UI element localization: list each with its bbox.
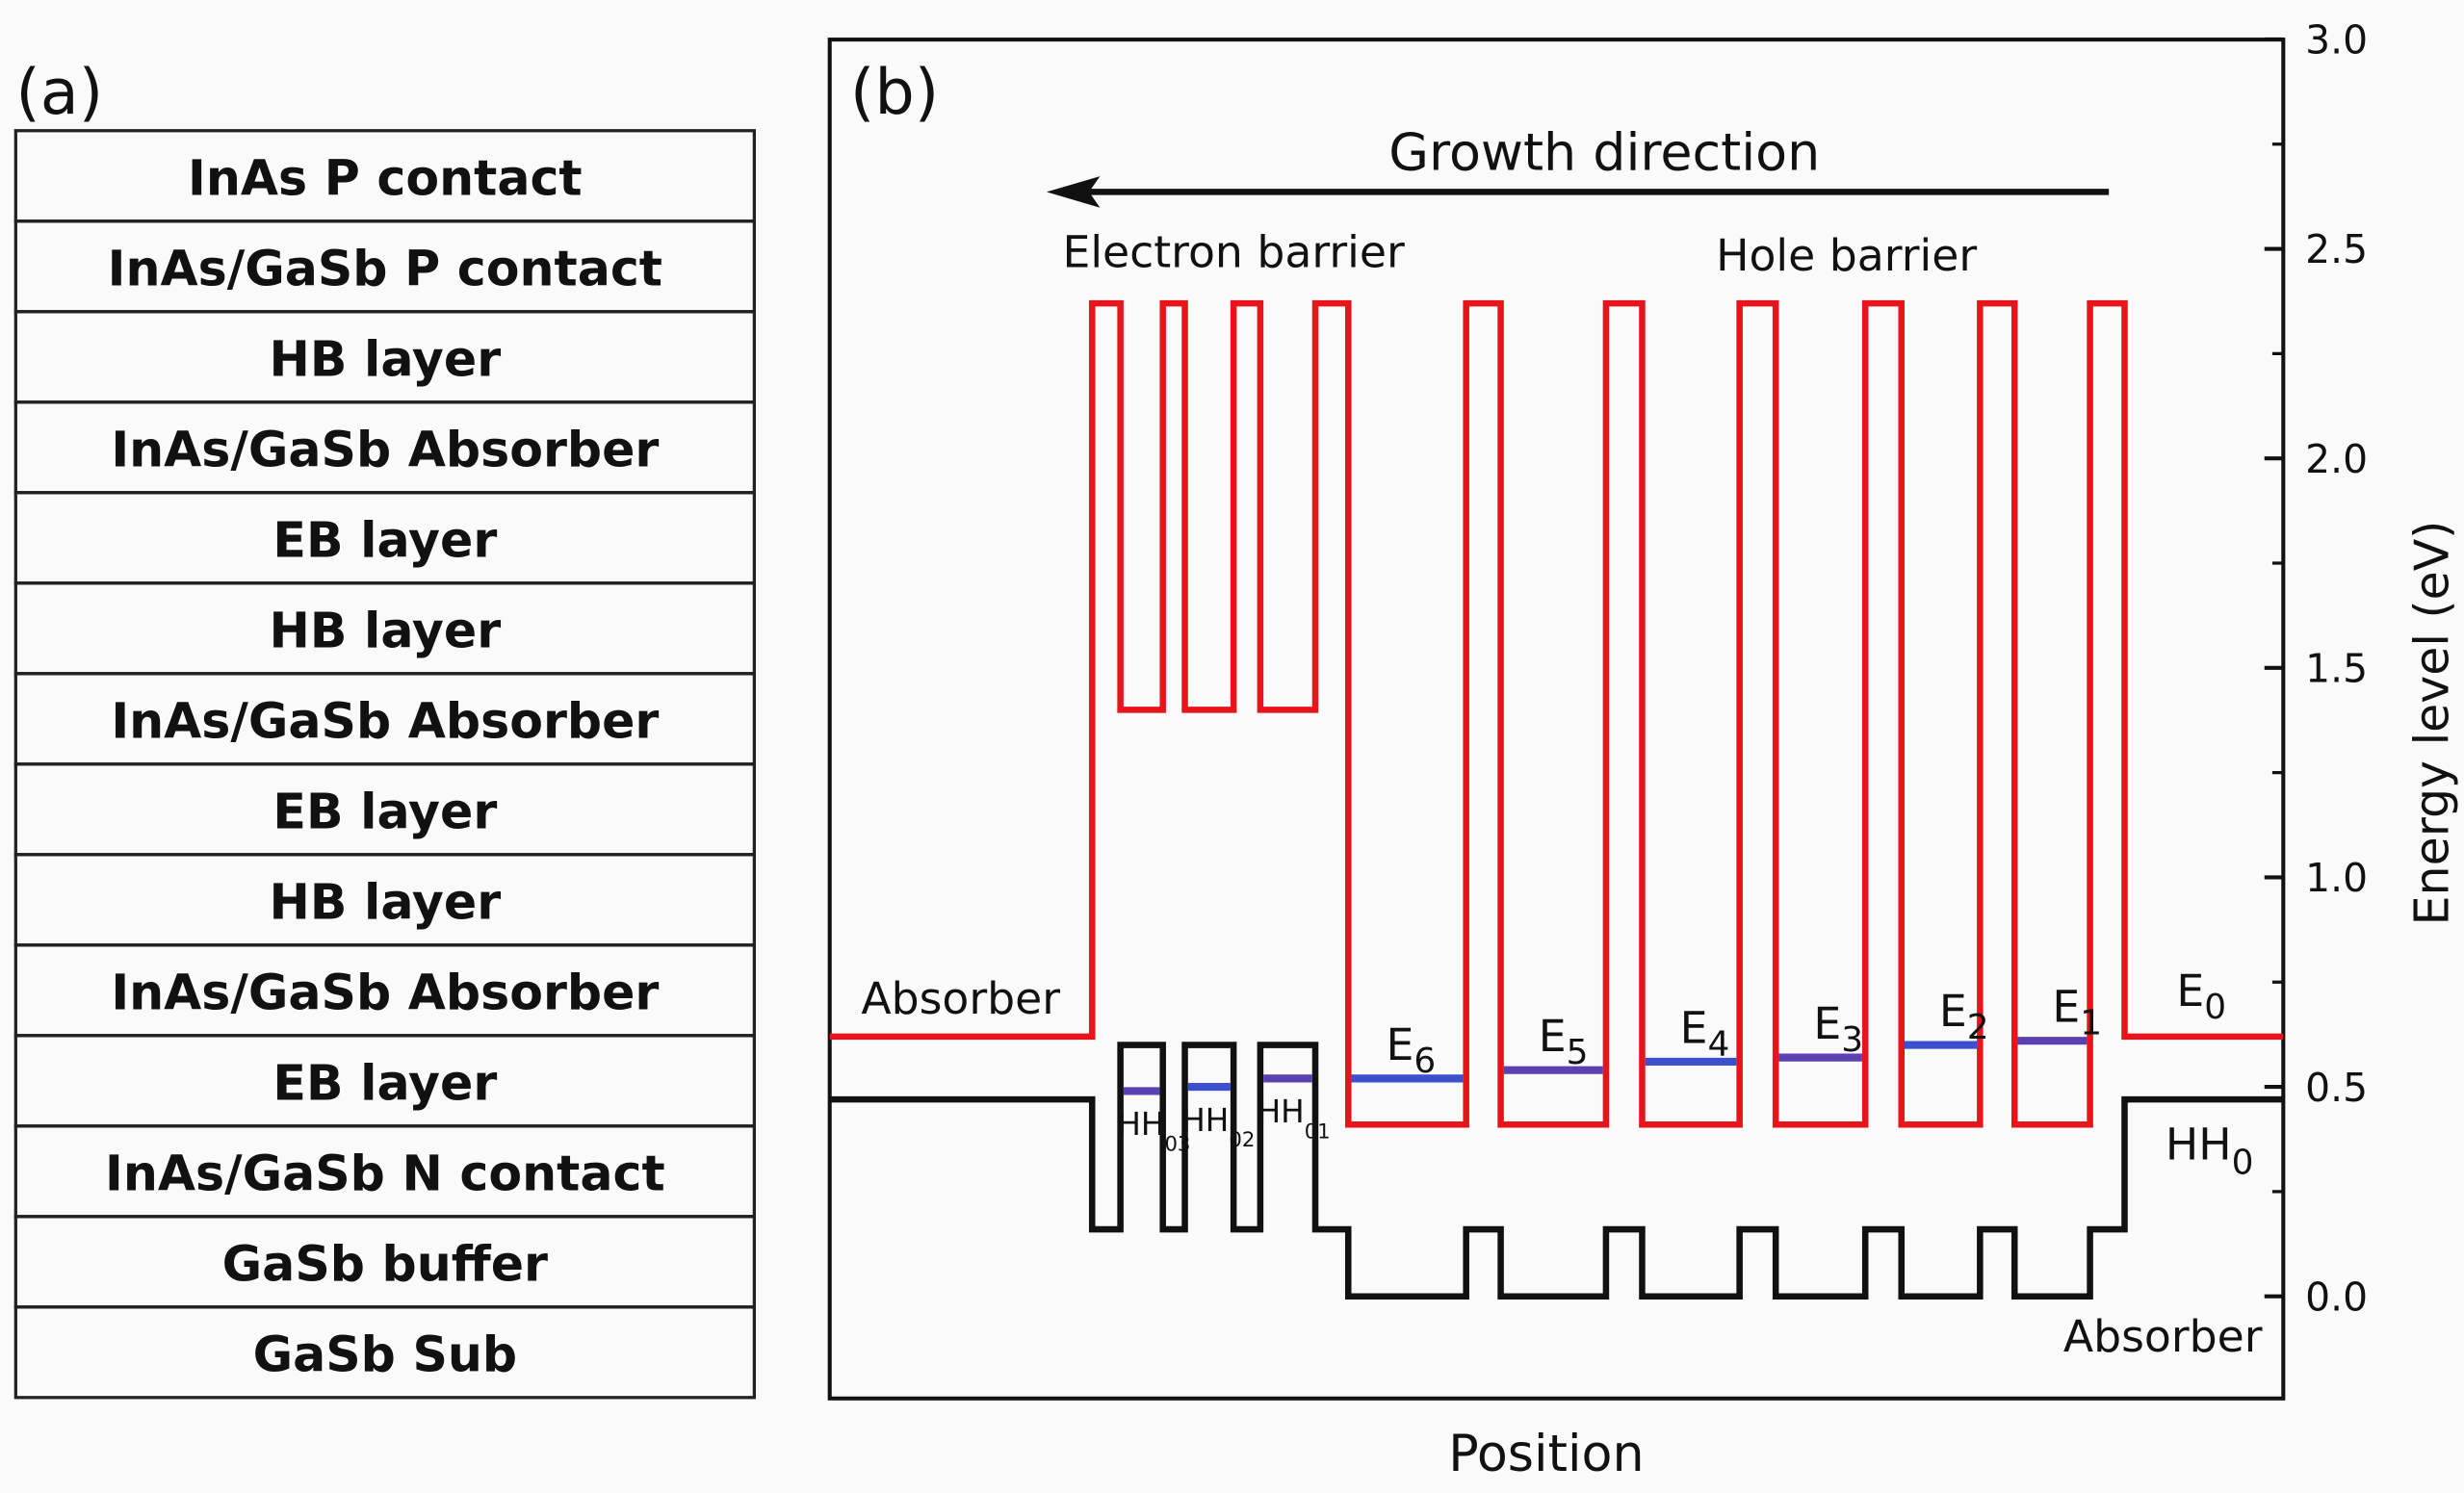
layer-label: InAs/GaSb Absorber xyxy=(111,964,659,1020)
energy-level-label: E6 xyxy=(1386,1019,1436,1081)
panel-b-label: (b) xyxy=(850,56,939,129)
energy-level-label: E4 xyxy=(1680,1002,1730,1064)
layer-label: HB layer xyxy=(270,873,502,930)
growth-direction-label: Growth direction xyxy=(1388,122,1820,183)
y-tick-label: 2.5 xyxy=(2305,226,2368,272)
e0-label: E0 xyxy=(2176,965,2226,1027)
y-axis: 0.0 0.5 1.0 1.5 2.0 2.5 3.0 xyxy=(2264,17,2368,1320)
x-axis-label: Position xyxy=(1448,1426,1644,1483)
y-tick-label: 0.5 xyxy=(2305,1065,2368,1111)
growth-arrow-icon xyxy=(1046,176,2110,208)
layer-label: HB layer xyxy=(270,602,502,658)
absorber-left-label: Absorber xyxy=(861,973,1060,1024)
y-tick-label: 3.0 xyxy=(2305,17,2368,64)
band-profile xyxy=(829,299,2284,1300)
panel-a-label: (a) xyxy=(15,56,103,129)
layer-label: EB layer xyxy=(272,511,497,568)
plot-frame xyxy=(827,38,2286,1401)
energy-level-label: HH01 xyxy=(1258,1094,1331,1144)
layer-label: HB layer xyxy=(270,330,502,387)
layer-row xyxy=(13,1305,756,1400)
electron-barrier-label: Electron barrier xyxy=(1062,227,1404,278)
layer-label: GaSb Sub xyxy=(253,1326,518,1382)
energy-level-label: E5 xyxy=(1539,1011,1589,1072)
energy-level-label: E2 xyxy=(1939,986,1989,1047)
absorber-right-label: Absorber xyxy=(2063,1311,2263,1362)
conduction-band-line xyxy=(829,299,2284,1128)
y-tick-label: 1.0 xyxy=(2305,855,2368,901)
hole-barrier-label: Hole barrier xyxy=(1716,230,1977,281)
layer-label: GaSb buffer xyxy=(222,1235,548,1292)
valence-band-line xyxy=(829,1042,2284,1300)
hh0-label: HH0 xyxy=(2166,1120,2254,1183)
energy-level-label: E1 xyxy=(2052,982,2102,1043)
layer-label: EB layer xyxy=(272,1054,497,1111)
y-tick-label: 0.0 xyxy=(2305,1274,2368,1320)
layer-label: InAs/GaSb N contact xyxy=(105,1145,665,1201)
energy-level-label: HH02 xyxy=(1181,1102,1255,1152)
layer-label: EB layer xyxy=(272,783,497,839)
layer-label: InAs P contact xyxy=(188,149,583,206)
layer-label: InAs/GaSb Absorber xyxy=(111,421,659,477)
energy-level-label: E3 xyxy=(1813,998,1863,1060)
y-axis-label: Energy level (eV) xyxy=(2405,521,2460,926)
y-tick-label: 1.5 xyxy=(2305,646,2368,692)
layer-label: InAs/GaSb P contact xyxy=(108,240,662,296)
energy-level-label: HH03 xyxy=(1117,1106,1190,1156)
layer-label: InAs/GaSb Absorber xyxy=(111,692,659,749)
y-tick-label: 2.0 xyxy=(2305,436,2368,482)
